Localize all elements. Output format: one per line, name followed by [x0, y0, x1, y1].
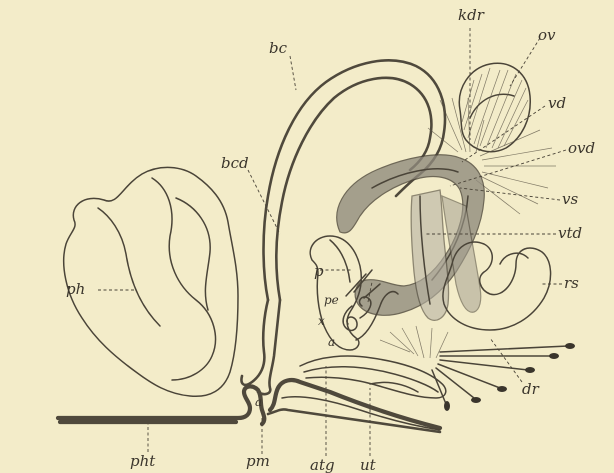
label-dr: dr: [522, 380, 540, 398]
label-pm: pm: [246, 452, 270, 470]
label-vs: vs: [562, 190, 578, 208]
label-p: p: [314, 262, 324, 280]
label-ovd: ovd: [568, 139, 595, 157]
label-vd: vd: [548, 94, 566, 112]
label-kdr: kdr: [458, 6, 485, 24]
label-vtd: vtd: [558, 224, 582, 242]
label-a: a: [255, 395, 262, 409]
label-bcd: bcd: [221, 154, 249, 172]
pharynx: [64, 167, 238, 396]
label-atg: atg: [310, 456, 335, 473]
label-pht: pht: [130, 452, 156, 470]
label-bc: bc: [269, 39, 288, 57]
label-rs: rs: [564, 274, 579, 292]
label-a-small: a: [328, 335, 335, 349]
label-ut: ut: [360, 456, 377, 473]
atrium-genitale: [300, 356, 446, 398]
glands-dr: [380, 326, 575, 411]
label-ph: ph: [66, 280, 85, 298]
label-x: x: [318, 314, 325, 328]
label-pe: pe: [324, 293, 339, 307]
label-ov: ov: [538, 26, 556, 44]
